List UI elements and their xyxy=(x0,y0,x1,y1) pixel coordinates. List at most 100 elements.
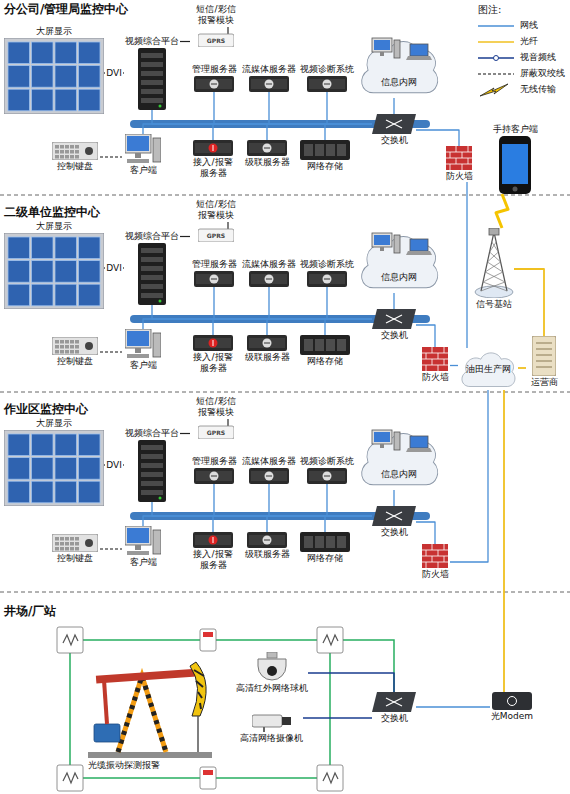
cam-device: 高清网络摄像机 xyxy=(240,712,303,744)
net-connector xyxy=(393,490,394,506)
drawing-part xyxy=(65,150,69,154)
srv-icon xyxy=(194,76,234,92)
drawing-part xyxy=(125,329,151,348)
drawing-part xyxy=(60,340,64,344)
drawing-part xyxy=(55,537,59,541)
drawing-part xyxy=(323,80,332,89)
net-connector xyxy=(269,287,372,319)
phone-device: 手持客户端 xyxy=(490,124,540,194)
drawing-part xyxy=(422,347,448,371)
drawing-part xyxy=(79,66,101,88)
cloud-shape xyxy=(356,34,442,98)
drawing-part xyxy=(487,252,498,262)
drawing-part xyxy=(337,536,346,548)
drawing-part xyxy=(195,143,231,153)
drawing-part xyxy=(125,526,161,555)
section-title: 二级单位监控中心 xyxy=(4,205,100,219)
drawing-part xyxy=(198,419,234,439)
drawing-part xyxy=(32,66,54,88)
drawing-part xyxy=(317,765,343,791)
drawing-part xyxy=(386,698,402,706)
srvR-icon xyxy=(193,335,233,351)
device-label: 管理服务器 xyxy=(192,64,237,75)
drawing-part xyxy=(372,506,416,526)
drawing-part xyxy=(4,430,104,506)
device-label: 客户端 xyxy=(130,165,157,176)
drawing-part xyxy=(193,140,233,156)
drawing-part xyxy=(372,309,416,329)
drawing-part xyxy=(249,76,289,92)
drawing-part xyxy=(386,512,402,520)
wall-icon xyxy=(4,233,104,309)
drawing-part xyxy=(70,150,74,154)
drawing-part xyxy=(55,340,59,344)
fw-icon xyxy=(422,347,448,371)
tower-device: 信号基站 xyxy=(474,228,514,310)
device-label: 光Modem xyxy=(491,711,533,722)
device-label: 网络存储 xyxy=(307,553,343,564)
device-label: 接入/报警 服务器 xyxy=(188,352,238,374)
device-label: 客户端 xyxy=(130,360,157,371)
drawing-part xyxy=(210,472,219,481)
drawing-part xyxy=(141,275,163,280)
drawing-part xyxy=(70,155,74,159)
drawing-part xyxy=(438,550,439,556)
drawing-part xyxy=(444,347,445,353)
srvR-device: 接入/报警 服务器 xyxy=(188,335,238,374)
device-label: 短信/彩信 报警模块 xyxy=(191,396,241,418)
drawing-part xyxy=(55,42,77,64)
srv-device: 视频诊断系统 xyxy=(300,64,354,92)
srv-icon xyxy=(249,76,289,92)
drawing-part xyxy=(386,120,402,128)
drawing-part xyxy=(315,144,324,156)
av-connector xyxy=(303,717,372,719)
pc-device: 客户端 xyxy=(122,134,164,176)
drawing-part xyxy=(195,535,231,545)
drawing-part xyxy=(252,715,291,732)
drawing-part xyxy=(70,547,74,551)
section-title: 分公司/管理局监控中心 xyxy=(4,2,128,16)
drawing-part xyxy=(127,528,149,543)
drawing-part xyxy=(263,727,265,732)
drawing-part xyxy=(432,359,433,365)
drawing-part xyxy=(79,481,101,503)
device-label: 视频综合平台 xyxy=(125,231,179,242)
drawing-part xyxy=(75,345,79,349)
device-label: 视频综合平台 xyxy=(125,428,179,439)
drawing-part xyxy=(478,73,514,74)
drawing-part xyxy=(374,40,390,50)
drawing-part xyxy=(536,355,552,356)
drawing-part xyxy=(75,547,79,551)
drawing-part xyxy=(265,275,274,284)
drawing-part xyxy=(380,444,384,448)
nas-device: 网络存储 xyxy=(298,335,352,367)
kb-device: 控制键盘 xyxy=(50,142,100,172)
srv-device: 级联服务器 xyxy=(242,140,292,168)
drawing-part xyxy=(478,41,514,43)
net-connector xyxy=(143,124,372,134)
device-label: 短信/彩信 报警模块 xyxy=(191,4,241,26)
drawing-part xyxy=(251,471,287,481)
drawing-part xyxy=(55,89,77,111)
drawing-part xyxy=(141,257,163,262)
drawing-part xyxy=(315,339,324,351)
device-label: 管理服务器 xyxy=(192,456,237,467)
drawing-part xyxy=(60,537,64,541)
device-label: 级联服务器 xyxy=(245,352,290,363)
drawing-part xyxy=(536,349,552,350)
cam-icon xyxy=(252,712,292,732)
drawing-part xyxy=(499,136,531,194)
drawing-part xyxy=(8,458,30,480)
drawing-part xyxy=(60,345,64,349)
cloud-shape xyxy=(356,426,442,490)
drawing-part xyxy=(75,542,79,546)
drawing-part xyxy=(450,164,451,170)
drawing-part xyxy=(324,279,330,280)
drawing-part xyxy=(426,353,427,359)
drawing-part xyxy=(141,248,163,253)
drawing-part xyxy=(194,271,234,287)
net-connector xyxy=(214,484,372,516)
net-connector xyxy=(416,522,435,544)
drawing-part xyxy=(422,544,448,568)
drawing-part xyxy=(85,147,93,155)
